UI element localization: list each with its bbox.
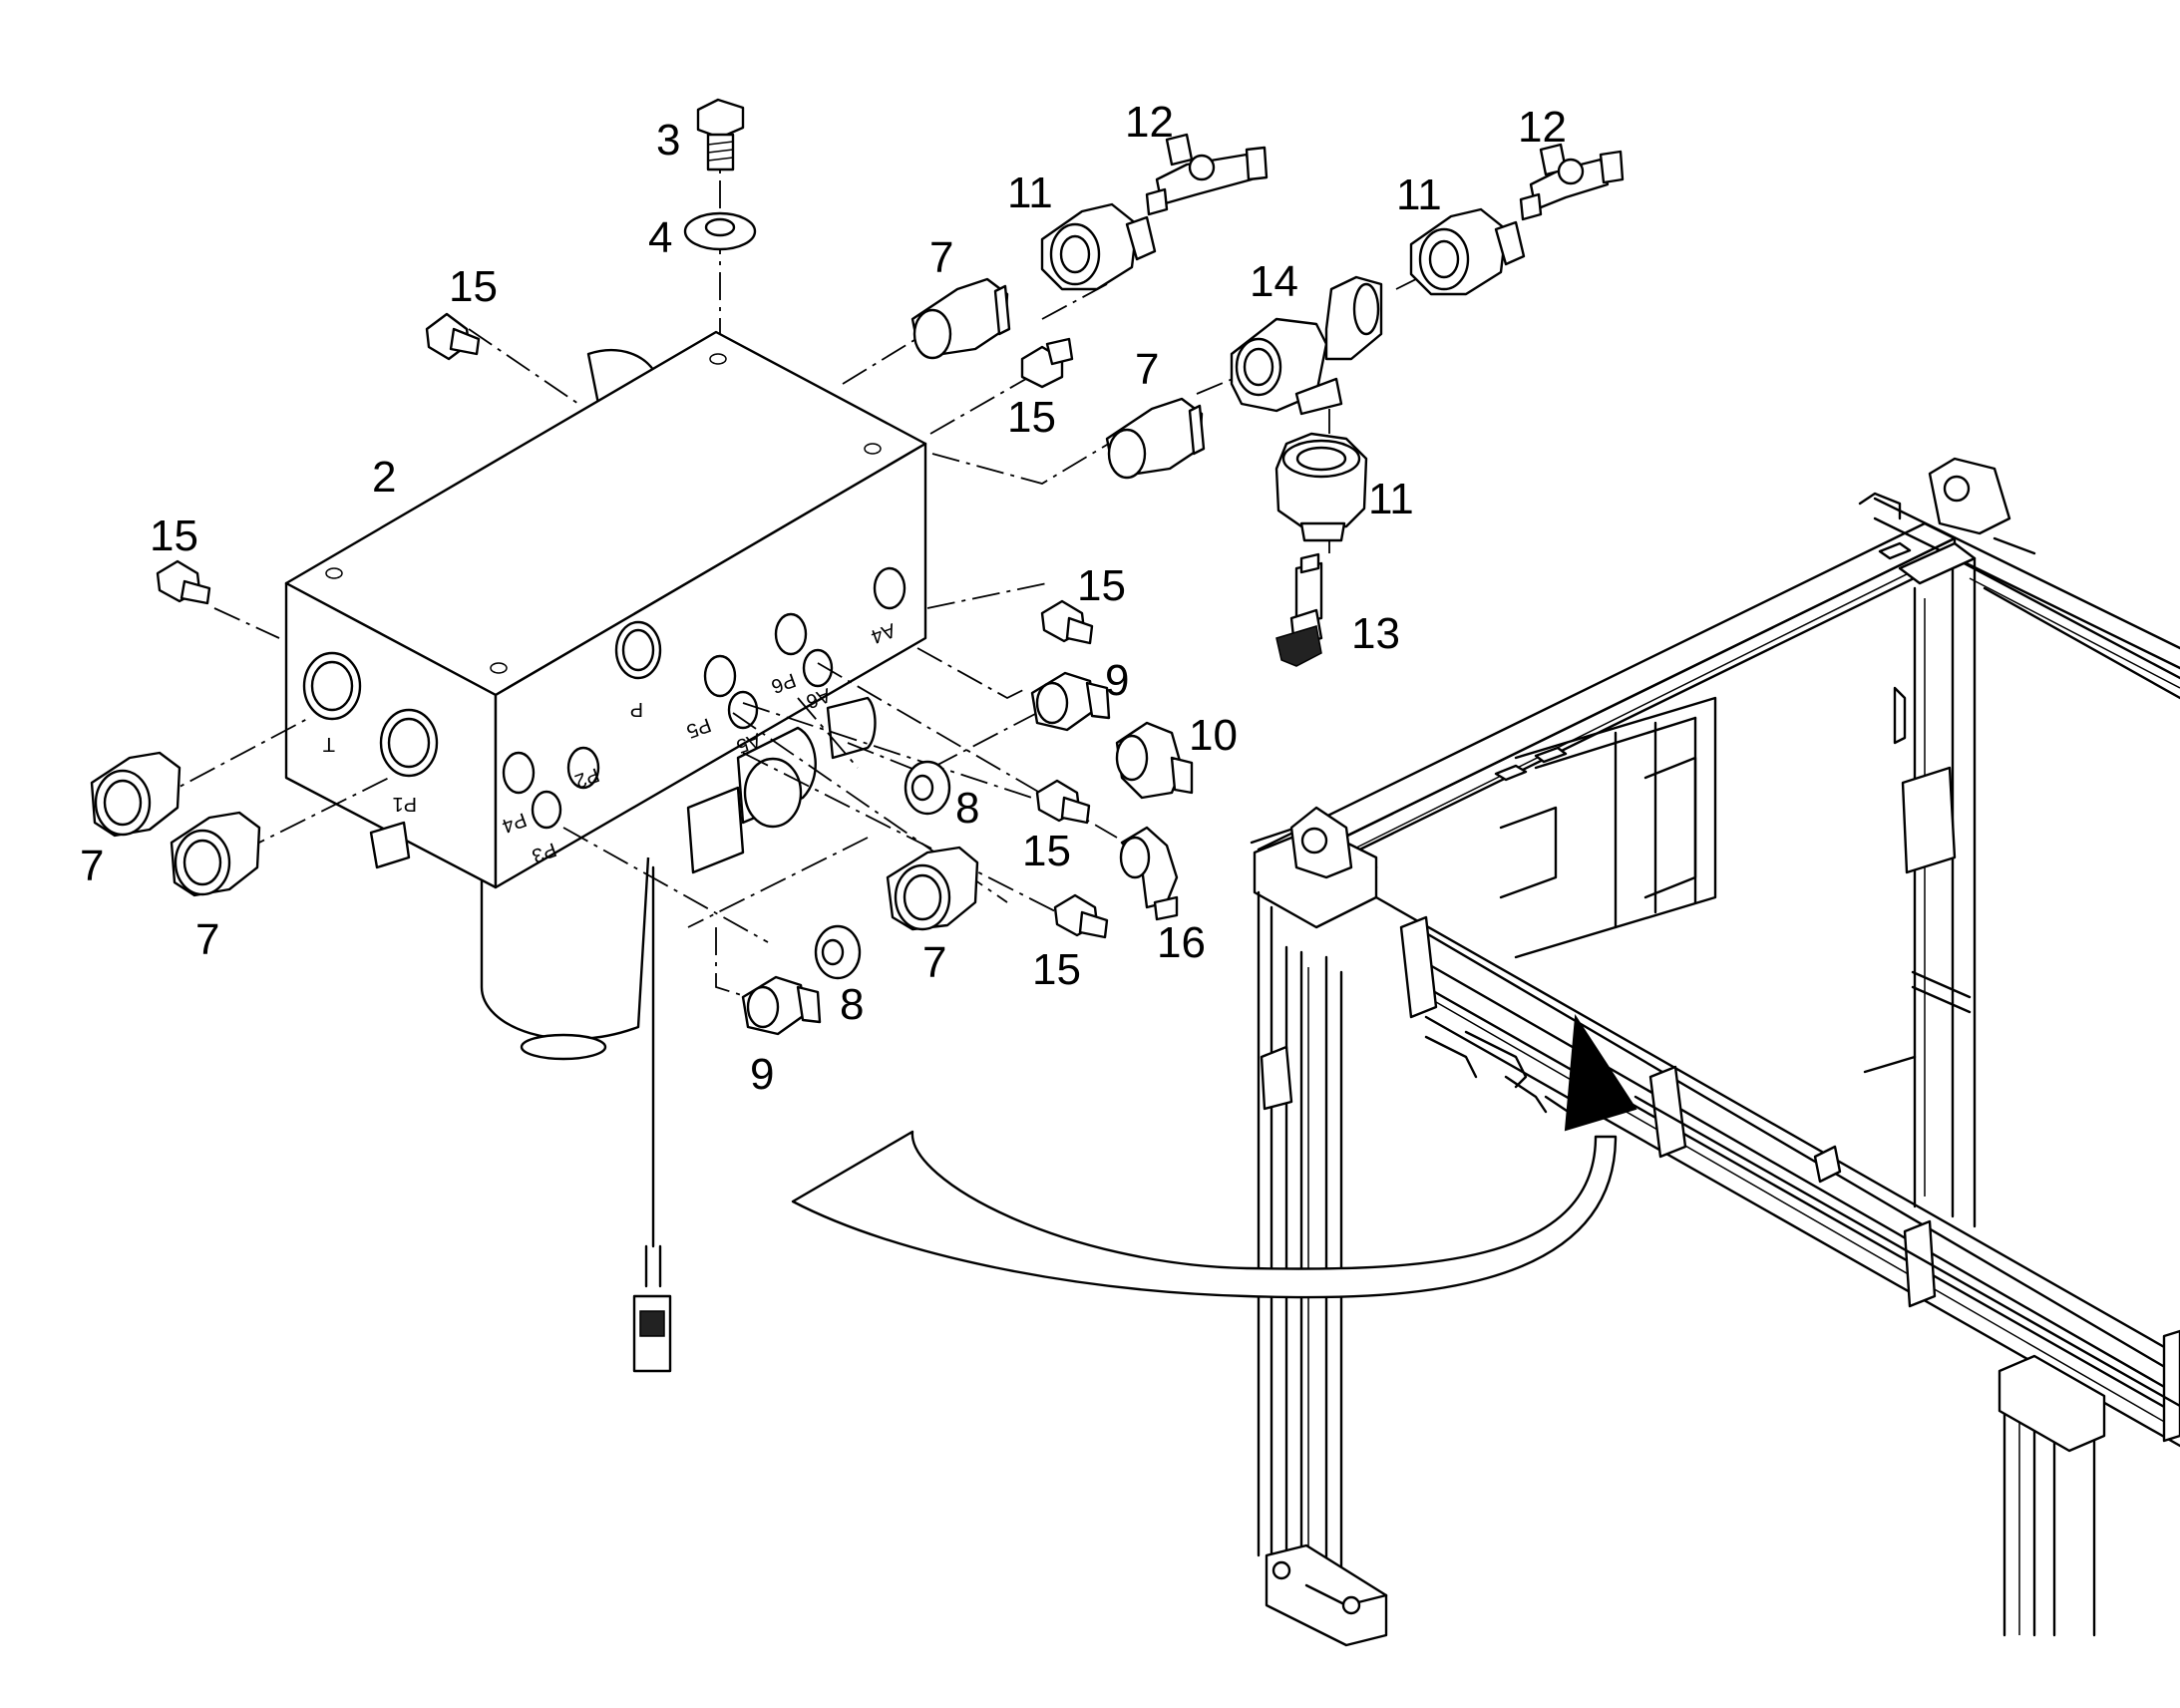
callout-12: 12 <box>1518 103 1567 152</box>
callout-15: 15 <box>150 512 198 560</box>
valve-12a <box>1145 133 1269 216</box>
plug-8b <box>814 924 862 980</box>
connector-9b <box>741 975 822 1036</box>
callout-15: 15 <box>1032 945 1081 994</box>
callout-15: 15 <box>1022 827 1071 875</box>
callout-7: 7 <box>80 842 104 890</box>
port-label-p1: P1 <box>393 793 417 815</box>
callouts: 3 4 15 2 15 12 11 7 15 12 11 14 7 11 13 … <box>80 98 1567 1099</box>
callout-7: 7 <box>929 233 953 282</box>
callout-16: 16 <box>1157 918 1206 967</box>
valve-12b <box>1519 143 1625 221</box>
callout-15: 15 <box>449 262 498 311</box>
callout-9: 9 <box>1105 656 1129 705</box>
tee-14 <box>1230 275 1383 416</box>
port-label-p: P <box>630 698 643 720</box>
connector-7a <box>910 277 1011 360</box>
bolt-3 <box>696 98 745 171</box>
connector-7c <box>90 751 182 838</box>
callout-2: 2 <box>372 453 396 502</box>
fittings <box>90 98 1625 1036</box>
callout-9: 9 <box>750 1050 774 1099</box>
cap-10 <box>1115 721 1194 800</box>
callout-3: 3 <box>656 116 680 165</box>
callout-8: 8 <box>840 980 864 1029</box>
plug-15b <box>1020 337 1074 389</box>
callout-14: 14 <box>1250 257 1298 306</box>
nut-11a <box>1040 202 1157 291</box>
hose-end-13 <box>1275 552 1323 667</box>
callout-13: 13 <box>1351 609 1400 658</box>
elbow-16 <box>1119 826 1179 921</box>
valve-block <box>284 330 927 1373</box>
callout-8: 8 <box>955 784 979 833</box>
callout-7: 7 <box>1135 345 1159 394</box>
location-arrow <box>791 1014 1637 1299</box>
plug-15a <box>425 312 481 361</box>
nut-11c <box>1274 432 1368 542</box>
callout-7: 7 <box>922 938 946 987</box>
callout-12: 12 <box>1125 98 1174 147</box>
plug-15d <box>1040 599 1094 645</box>
plug-15e <box>1035 779 1091 825</box>
callout-11: 11 <box>1368 475 1414 523</box>
plug-15f <box>1053 893 1109 939</box>
connector-7b <box>1105 397 1206 480</box>
machine-frame <box>1250 457 2180 1647</box>
connector-7e <box>886 846 979 931</box>
callout-11: 11 <box>1396 171 1442 219</box>
callout-15: 15 <box>1007 393 1056 442</box>
connector-9a <box>1030 671 1111 732</box>
port-label-t: T <box>323 733 335 755</box>
callout-7: 7 <box>195 915 219 964</box>
nut-11b <box>1409 207 1526 296</box>
callout-11: 11 <box>1007 169 1053 217</box>
callout-15: 15 <box>1077 561 1126 610</box>
connector-7d <box>170 811 261 897</box>
plug-8a <box>904 760 951 816</box>
plug-15c <box>156 559 211 605</box>
callout-4: 4 <box>648 213 672 262</box>
washer-4 <box>683 211 757 251</box>
callout-10: 10 <box>1189 711 1238 760</box>
